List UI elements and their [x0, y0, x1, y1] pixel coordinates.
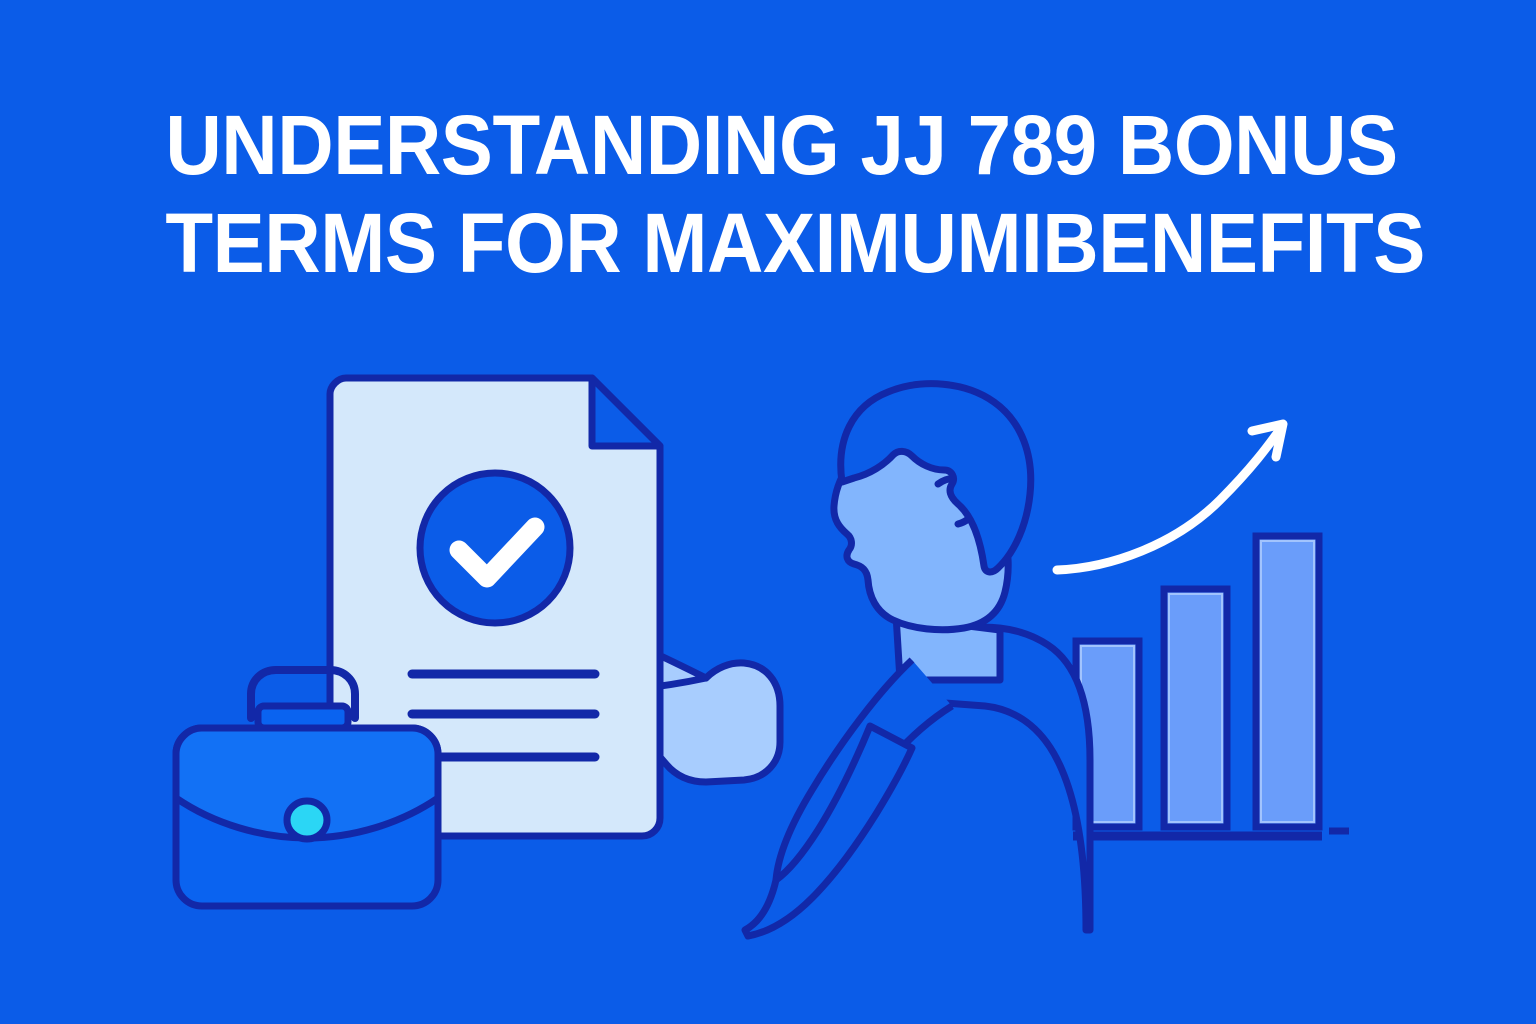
briefcase: [172, 666, 442, 910]
briefcase-handle: [247, 666, 359, 722]
document-with-approved-checkmark: [326, 374, 664, 840]
approved-check-badge: [416, 469, 574, 627]
person-pointing-at-document: [588, 380, 1094, 940]
chart-bar-2: [1160, 585, 1231, 831]
person-forearm: [741, 722, 916, 940]
page-title-line-2: TERMS FOR MAXIMUMIBENEFITS: [165, 196, 1425, 290]
checkmark-icon: [449, 517, 545, 588]
briefcase-flap: [172, 724, 442, 842]
person-torso: [901, 623, 1094, 934]
upward-growth-arrow: [1052, 419, 1288, 575]
growth-bar-chart: [1072, 532, 1349, 841]
person-hair: [837, 380, 1035, 576]
page-title: UNDERSTANDING JJ 789 BONUS TERMS FOR MAX…: [0, 96, 1536, 292]
briefcase-clasp: [283, 797, 331, 843]
chart-bar-3: [1252, 532, 1323, 831]
page-title-line-1: UNDERSTANDING JJ 789 BONUS: [165, 98, 1398, 192]
document-folded-corner: [588, 374, 664, 450]
